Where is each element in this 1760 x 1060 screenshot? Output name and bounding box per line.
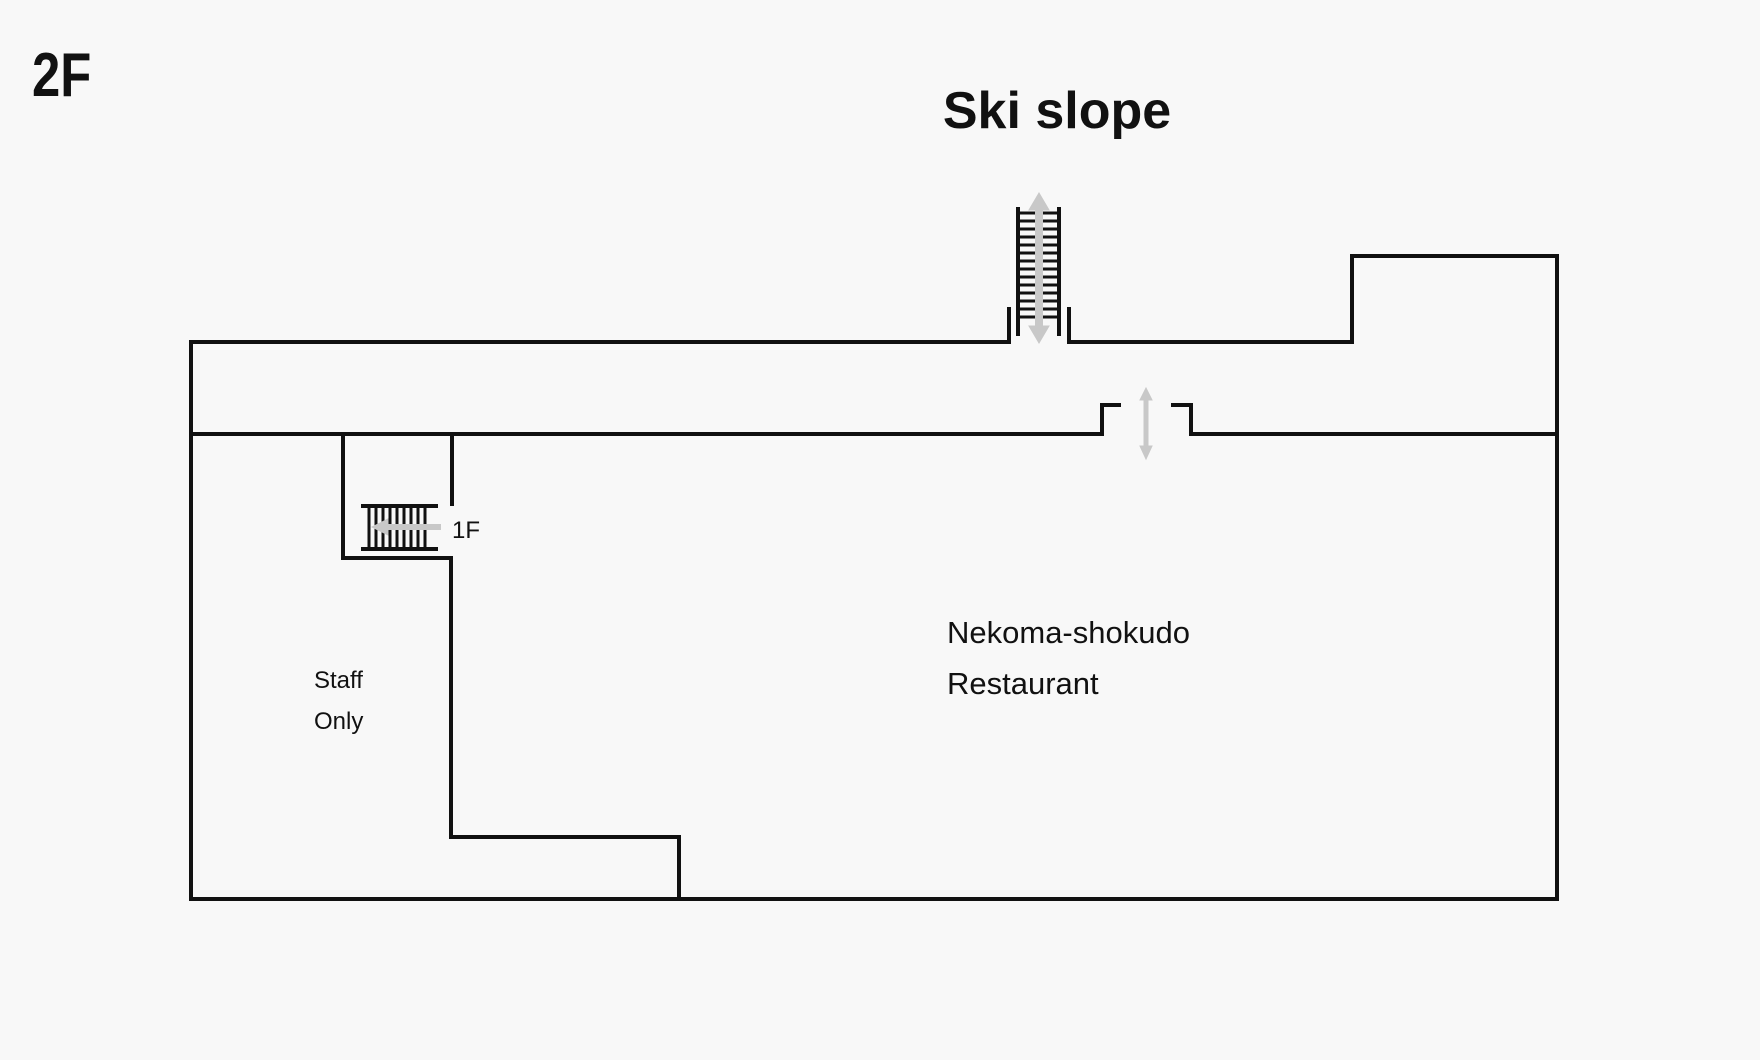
staff-only-label-line1: Staff (314, 667, 363, 694)
stairs-floor-label: 1F (452, 517, 480, 544)
staff-area-wall (341, 432, 681, 901)
left-arrow-icon (370, 518, 441, 536)
corridor-outline (189, 307, 1121, 436)
floor-label: 2F (32, 41, 91, 110)
slope-two-way-arrow-icon (1028, 192, 1050, 344)
restaurant-type: Restaurant (947, 666, 1099, 701)
staff-only-label-line2: Only (314, 708, 363, 735)
doorway-two-way-arrow-icon (1139, 386, 1153, 461)
corridor-outline-right (1067, 254, 1559, 436)
building-outline (189, 432, 1559, 901)
map-title: Ski slope (943, 82, 1171, 140)
restaurant-name: Nekoma-shokudo (947, 615, 1190, 650)
